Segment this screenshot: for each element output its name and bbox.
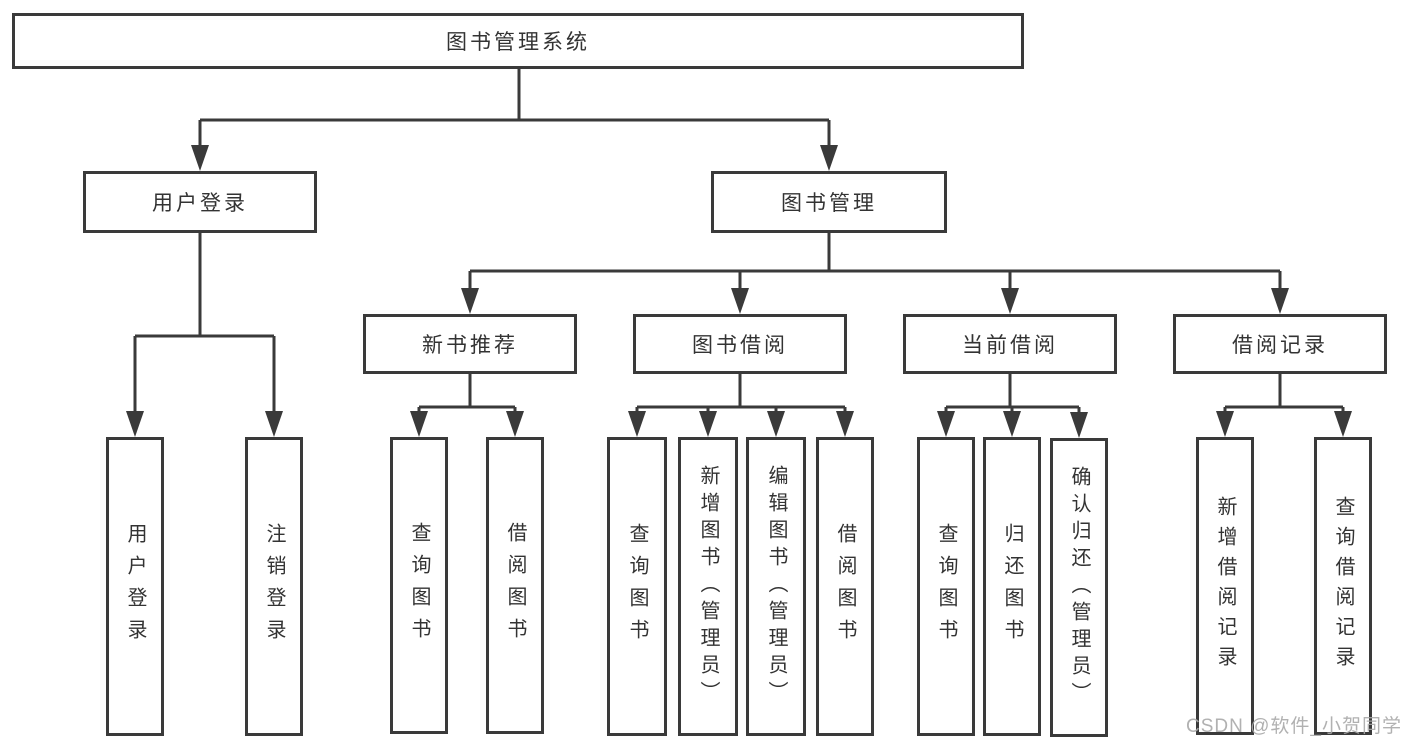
node-book-borrow: 图书借阅 <box>633 314 847 374</box>
connector-root <box>191 69 838 171</box>
node-new-book-recommend: 新书推荐 <box>363 314 577 374</box>
connector-current-borrow <box>937 374 1088 438</box>
arrowhead-icon <box>265 411 283 437</box>
node-user-login: 用户登录 <box>83 171 317 233</box>
connector-book-borrow <box>628 374 854 437</box>
leaf-borrow-books-1: 借阅图书 <box>486 437 544 734</box>
leaf-query-books-3: 查询图书 <box>917 437 975 736</box>
leaf-add-book-admin: 新增图书（管理员） <box>678 437 738 736</box>
arrowhead-icon <box>1001 288 1019 314</box>
node-borrow-records: 借阅记录 <box>1173 314 1387 374</box>
node-book-borrow-label: 图书借阅 <box>692 334 788 357</box>
arrowhead-icon <box>1003 411 1021 437</box>
arrowhead-icon <box>1070 412 1088 438</box>
arrowhead-icon <box>731 288 749 314</box>
arrowhead-icon <box>1334 411 1352 437</box>
leaf-return-books: 归还图书 <box>983 437 1041 736</box>
arrowhead-icon <box>126 411 144 437</box>
node-root-label: 图书管理系统 <box>446 31 590 54</box>
arrowhead-icon <box>461 288 479 314</box>
leaf-confirm-return-admin-label: 确认归还（管理员） <box>1068 466 1090 709</box>
leaf-add-borrow-record-label: 新增借阅记录 <box>1214 496 1236 676</box>
connector-user-login <box>126 233 283 437</box>
node-root: 图书管理系统 <box>12 13 1024 69</box>
leaf-add-borrow-record: 新增借阅记录 <box>1196 437 1254 735</box>
connector-book-management <box>461 233 1289 314</box>
leaf-logout: 注销登录 <box>245 437 303 736</box>
leaf-borrow-books-1-label: 借阅图书 <box>504 521 526 650</box>
leaf-edit-book-admin-label: 编辑图书（管理员） <box>765 465 787 708</box>
arrowhead-icon <box>1216 411 1234 437</box>
node-borrow-records-label: 借阅记录 <box>1232 334 1328 357</box>
leaf-query-borrow-record-label: 查询借阅记录 <box>1332 496 1354 676</box>
arrowhead-icon <box>820 145 838 171</box>
leaf-borrow-books-2-label: 借阅图书 <box>834 522 856 651</box>
leaf-query-books-2-label: 查询图书 <box>626 522 648 651</box>
leaf-query-books-1: 查询图书 <box>390 437 448 734</box>
leaf-add-book-admin-label: 新增图书（管理员） <box>697 465 719 708</box>
leaf-query-books-3-label: 查询图书 <box>935 522 957 651</box>
arrowhead-icon <box>191 145 209 171</box>
node-user-login-label: 用户登录 <box>152 192 248 215</box>
leaf-user-login: 用户登录 <box>106 437 164 736</box>
arrowhead-icon <box>628 411 646 437</box>
arrowhead-icon <box>937 411 955 437</box>
leaf-query-borrow-record: 查询借阅记录 <box>1314 437 1372 735</box>
leaf-user-login-label: 用户登录 <box>124 522 146 651</box>
leaf-confirm-return-admin: 确认归还（管理员） <box>1050 438 1108 737</box>
arrowhead-icon <box>410 411 428 437</box>
node-new-book-recommend-label: 新书推荐 <box>422 334 518 357</box>
node-book-management-label: 图书管理 <box>781 192 877 215</box>
leaf-return-books-label: 归还图书 <box>1001 522 1023 651</box>
arrowhead-icon <box>699 411 717 437</box>
leaf-query-books-2: 查询图书 <box>607 437 667 736</box>
leaf-edit-book-admin: 编辑图书（管理员） <box>746 437 806 736</box>
leaf-logout-label: 注销登录 <box>263 522 285 651</box>
node-current-borrow-label: 当前借阅 <box>962 334 1058 357</box>
leaf-borrow-books-2: 借阅图书 <box>816 437 874 736</box>
connector-borrow-records <box>1216 374 1352 437</box>
arrowhead-icon <box>1271 288 1289 314</box>
arrowhead-icon <box>767 411 785 437</box>
leaf-query-books-1-label: 查询图书 <box>408 521 430 650</box>
arrowhead-icon <box>836 411 854 437</box>
watermark: CSDN @软件_小贺同学 <box>1186 716 1402 737</box>
arrowhead-icon <box>506 411 524 437</box>
node-book-management: 图书管理 <box>711 171 947 233</box>
connector-new-book-recommend <box>410 374 524 437</box>
node-current-borrow: 当前借阅 <box>903 314 1117 374</box>
